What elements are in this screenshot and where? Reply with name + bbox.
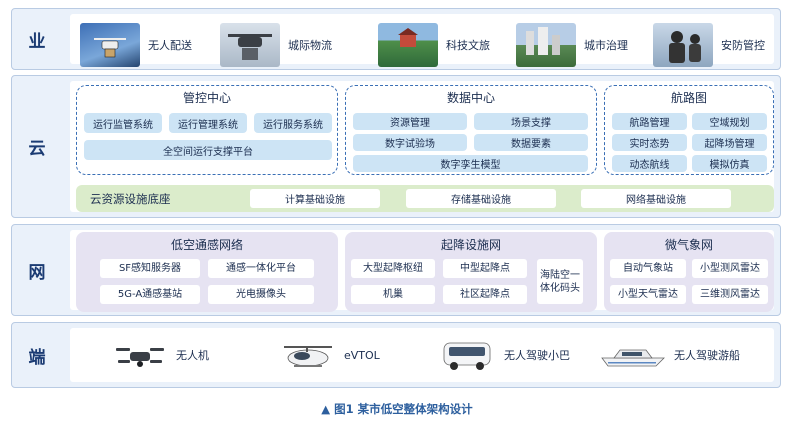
device-minibus: 无人驾驶小巴 xyxy=(440,328,570,382)
control-item: 运行监管系统 xyxy=(84,113,162,133)
weather-item: 自动气象站 xyxy=(610,259,686,278)
data-center-item: 场景支撑 xyxy=(474,113,588,130)
data-center-item: 数字试验场 xyxy=(353,134,467,151)
control-center-title: 管控中心 xyxy=(182,91,231,105)
sensing-item: 5G-A通感基站 xyxy=(100,285,200,304)
business-layer: 业 无人配送 城际物流 科技文旅 城市治理 xyxy=(11,8,781,70)
app-logistics: 城际物流 xyxy=(220,18,332,72)
cargo-drone-icon xyxy=(228,34,272,60)
weather-item: 小型天气雷达 xyxy=(610,285,686,304)
weather-item: 三维测风雷达 xyxy=(692,285,768,304)
tourism-photo xyxy=(378,23,438,67)
data-center-title: 数据中心 xyxy=(446,91,495,105)
data-center-item: 数据要素 xyxy=(474,134,588,151)
control-item: 全空间运行支撑平台 xyxy=(84,140,332,160)
device-drone: 无人机 xyxy=(112,328,209,382)
scenery-icon xyxy=(398,28,418,47)
city-photo xyxy=(516,23,576,67)
sensing-item: SF感知服务器 xyxy=(100,259,200,278)
takeoff-item: 机巢 xyxy=(351,285,435,304)
control-item: 运行管理系统 xyxy=(169,113,247,133)
control-item: 运行服务系统 xyxy=(254,113,332,133)
buildings-icon xyxy=(526,27,560,55)
takeoff-item: 中型起降点 xyxy=(443,259,527,278)
takeoff-item: 大型起降枢纽 xyxy=(351,259,435,278)
app-tourism-label: 科技文旅 xyxy=(446,39,490,52)
cloud-layer-label: 云 xyxy=(28,139,46,159)
route-item: 起降场管理 xyxy=(692,134,767,151)
device-minibus-label: 无人驾驶小巴 xyxy=(504,349,570,362)
app-security-label: 安防管控 xyxy=(721,39,765,52)
terminal-layer-label: 端 xyxy=(28,347,46,368)
network-layer-label: 网 xyxy=(28,262,46,283)
route-item: 模拟仿真 xyxy=(692,155,767,172)
data-center: 数据中心 资源管理 场景支撑 数字试验场 数据要素 数字孪生模型 xyxy=(345,85,597,175)
takeoff-item: 海陆空一体化码头 xyxy=(537,259,583,304)
caption-text: 图1 某市低空整体架构设计 xyxy=(334,402,473,416)
route-item: 航路管理 xyxy=(612,113,687,130)
app-logistics-label: 城际物流 xyxy=(288,39,332,52)
device-drone-label: 无人机 xyxy=(176,349,209,362)
evtol-icon xyxy=(284,346,332,367)
base-item-compute: 计算基础设施 xyxy=(250,189,380,208)
base-item-storage: 存储基础设施 xyxy=(406,189,556,208)
yacht-icon xyxy=(601,349,665,367)
sensing-item: 通感一体化平台 xyxy=(208,259,314,278)
cloud-layer: 云 管控中心 运行监管系统 运行管理系统 运行服务系统 全空间运行支撑平台 数据… xyxy=(11,75,781,218)
device-yacht-label: 无人驾驶游船 xyxy=(674,349,740,362)
terminal-layer: 端 无人机 eVTOL 无人驾驶小巴 无人驾驶游船 xyxy=(11,322,781,388)
cargo-drone-photo xyxy=(220,23,280,67)
data-center-item: 资源管理 xyxy=(353,113,467,130)
route-map-title: 航路图 xyxy=(670,91,707,105)
drone-delivery-photo xyxy=(80,23,140,67)
app-tourism: 科技文旅 xyxy=(378,18,490,72)
business-layer-label: 业 xyxy=(28,31,46,52)
sensing-item: 光电摄像头 xyxy=(208,285,314,304)
operator-icon xyxy=(669,31,701,63)
app-city: 城市治理 xyxy=(516,18,628,72)
control-center: 管控中心 运行监管系统 运行管理系统 运行服务系统 全空间运行支撑平台 xyxy=(76,85,338,175)
sensing-network-title: 低空通感网络 xyxy=(170,238,243,252)
route-item: 实时态势 xyxy=(612,134,687,151)
data-center-item: 数字孪生模型 xyxy=(353,155,588,172)
drone-icon xyxy=(94,38,126,58)
sensing-network: 低空通感网络 SF感知服务器 通感一体化平台 5G-A通感基站 光电摄像头 xyxy=(76,232,338,312)
app-delivery: 无人配送 xyxy=(80,18,192,72)
weather-network: 微气象网 自动气象站 小型测风雷达 小型天气雷达 三维测风雷达 xyxy=(604,232,774,312)
drone-icon xyxy=(116,348,164,367)
device-evtol-label: eVTOL xyxy=(344,348,380,362)
weather-network-title: 微气象网 xyxy=(664,238,713,252)
weather-item: 小型测风雷达 xyxy=(692,259,768,278)
cloud-resource-base: 云资源设施底座 计算基础设施 存储基础设施 网络基础设施 xyxy=(76,185,774,212)
figure-caption: ▲ 图1 某市低空整体架构设计 xyxy=(0,401,794,417)
cloud-content: 管控中心 运行监管系统 运行管理系统 运行服务系统 全空间运行支撑平台 数据中心… xyxy=(70,81,774,212)
security-photo xyxy=(653,23,713,67)
cloud-resource-base-title: 云资源设施底座 xyxy=(90,191,171,206)
network-content: 低空通感网络 SF感知服务器 通感一体化平台 5G-A通感基站 光电摄像头 起降… xyxy=(70,230,774,312)
app-city-label: 城市治理 xyxy=(584,39,628,52)
caption-triangle-icon: ▲ xyxy=(321,402,331,416)
route-item: 空域规划 xyxy=(692,113,767,130)
business-apps: 无人配送 城际物流 科技文旅 城市治理 安防管控 xyxy=(70,14,774,67)
takeoff-item: 社区起降点 xyxy=(443,285,527,304)
network-layer: 网 低空通感网络 SF感知服务器 通感一体化平台 5G-A通感基站 光电摄像头 … xyxy=(11,224,781,316)
minibus-icon xyxy=(443,342,491,370)
app-delivery-label: 无人配送 xyxy=(148,39,192,52)
base-item-network: 网络基础设施 xyxy=(581,189,731,208)
device-yacht: 无人驾驶游船 xyxy=(600,328,740,382)
takeoff-network-title: 起降设施网 xyxy=(440,238,501,252)
app-security: 安防管控 xyxy=(653,18,765,72)
route-map: 航路图 航路管理 空域规划 实时态势 起降场管理 动态航线 模拟仿真 xyxy=(604,85,774,175)
takeoff-network: 起降设施网 大型起降枢纽 中型起降点 海陆空一体化码头 机巢 社区起降点 xyxy=(345,232,597,312)
terminal-content: 无人机 eVTOL 无人驾驶小巴 无人驾驶游船 xyxy=(70,328,774,382)
route-item: 动态航线 xyxy=(612,155,687,172)
device-evtol: eVTOL xyxy=(280,328,380,382)
